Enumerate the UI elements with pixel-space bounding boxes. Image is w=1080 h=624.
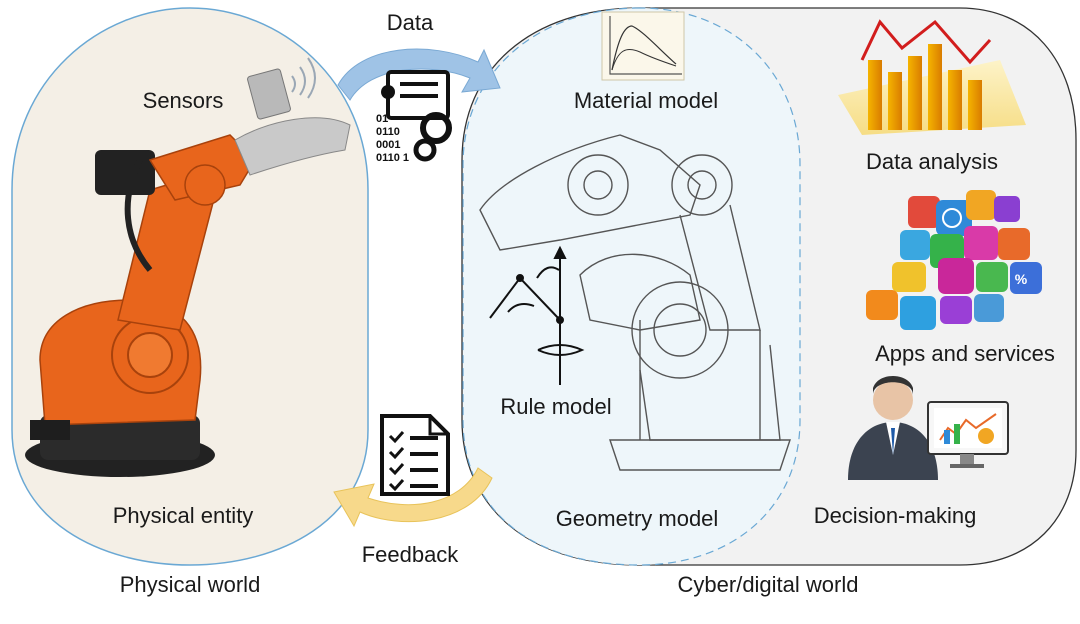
label-cyber-world: Cyber/digital world <box>677 572 859 597</box>
feedback-arrow <box>333 467 493 528</box>
label-data: Data <box>386 10 434 35</box>
svg-text:%: % <box>1015 271 1028 287</box>
rule-model-joint-icon <box>489 245 585 385</box>
data-config-icon <box>381 70 452 162</box>
sensor-device <box>247 57 316 120</box>
label-feedback: Feedback <box>361 542 459 567</box>
label-data-analysis: Data analysis <box>865 149 999 174</box>
data-analysis-chart-icon <box>838 19 1026 135</box>
binary-line-2: 0110 <box>376 126 400 138</box>
label-rule-model: Rule model <box>500 394 612 419</box>
label-physical-world: Physical world <box>119 572 261 597</box>
binary-line-1: 01 <box>376 113 388 125</box>
apps-services-icon: % <box>866 190 1042 330</box>
label-decision-making: Decision-making <box>813 503 977 528</box>
label-sensors: Sensors <box>142 88 224 113</box>
material-curve-icon <box>601 11 685 81</box>
binary-line-4: 0110 1 <box>376 152 409 164</box>
industrial-robot <box>25 117 351 477</box>
label-apps-services: Apps and services <box>875 341 1055 366</box>
cyber-model-region <box>462 7 801 566</box>
wireframe-robot <box>479 134 791 471</box>
data-arrow <box>337 48 501 101</box>
checklist-icon <box>380 414 450 496</box>
decision-maker-icon <box>848 376 1009 480</box>
label-geometry-model: Geometry model <box>555 506 719 531</box>
binary-line-3: 0001 <box>376 139 400 151</box>
label-material-model: Material model <box>573 88 719 113</box>
label-physical-entity: Physical entity <box>112 503 254 528</box>
